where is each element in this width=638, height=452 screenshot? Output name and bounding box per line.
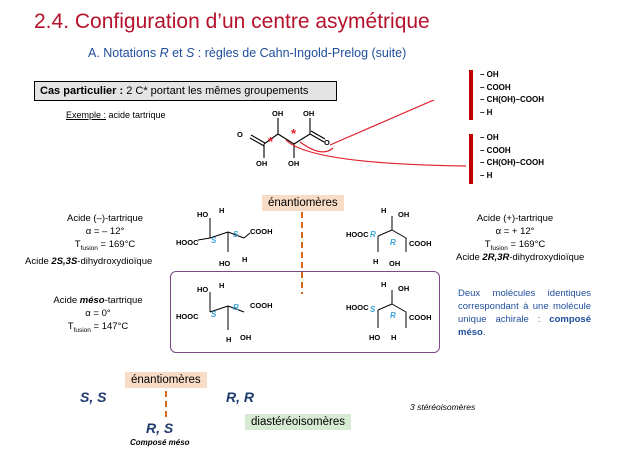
p3-config-2: R xyxy=(233,303,239,312)
p3-h-top: H xyxy=(219,281,225,290)
p2-config-2: R xyxy=(390,238,396,247)
enantiomers-tag-bottom: énantiomères xyxy=(125,372,207,388)
example-text: acide tartrique xyxy=(106,110,166,120)
p1-cooh: COOH xyxy=(250,227,273,236)
subtitle-s: S xyxy=(185,46,195,60)
left-acid-iupac: Acide 2S,3S-dihydroxydioïque xyxy=(25,256,153,267)
stereoisomer-count: 3 stéréoisomères xyxy=(410,402,476,412)
subtitle-prefix: A. Notations xyxy=(88,46,160,60)
priority-item: – CH(OH)–COOH xyxy=(480,158,545,167)
left-acid-alpha: α = – 12° xyxy=(85,226,125,237)
p2-config-1: R xyxy=(370,230,376,239)
priority-item: – COOH xyxy=(480,82,511,92)
priority-list-top: – OH – COOH – CH(OH)–COOH – H xyxy=(480,70,544,120)
p1-hooc: HOOC xyxy=(176,238,199,247)
p4-h-bottom: H xyxy=(391,333,397,342)
p2-oh: OH xyxy=(398,210,410,219)
p3-config-1: S xyxy=(211,310,217,319)
p4-config-2: R xyxy=(390,311,396,320)
config-ss: S, S xyxy=(80,389,107,405)
p2-h-top: H xyxy=(381,206,387,215)
meso-acid-alpha: α = 0° xyxy=(85,308,111,319)
left-acid-info: Acide (–)-tartrique α = – 12° Tfusion = … xyxy=(55,212,155,255)
p1-config-2: S xyxy=(233,230,239,239)
example-line: Exemple : acide tartrique xyxy=(66,110,166,120)
special-case-text: 2 C* portant les mêmes groupements xyxy=(123,85,309,97)
config-rr: R, R xyxy=(226,389,254,405)
p2-hooc: HOOC xyxy=(346,230,369,239)
p1-ho-bottom: HO xyxy=(219,259,231,268)
mol-oh-top-right: OH xyxy=(303,109,315,118)
bottom-dashed-line xyxy=(165,391,167,419)
left-acid-tfusion: Tfusion = 169°C xyxy=(74,239,136,252)
subtitle-and: et xyxy=(168,46,186,60)
p1-h-bottom: H xyxy=(242,255,248,264)
diastereoisomers-tag: diastéréoisomères xyxy=(245,414,351,430)
right-acid-info: Acide (+)-tartrique α = + 12° Tfusion = … xyxy=(460,212,570,255)
priority-item: – H xyxy=(480,107,493,117)
p3-ho: HO xyxy=(197,285,209,294)
p4-h-top: H xyxy=(381,280,387,289)
p3-cooh: COOH xyxy=(250,301,273,310)
priority-item: – COOH xyxy=(480,145,511,155)
p1-config-1: S xyxy=(211,236,217,245)
priority-item: – H xyxy=(480,170,493,180)
subtitle-r: R xyxy=(159,46,169,60)
p1-ho: HO xyxy=(197,210,209,219)
right-acid-iupac: Acide 2R,3R-dihydroxydioïque xyxy=(456,252,585,263)
priority-list-bottom: – OH – COOH – CH(OH)–COOH – H xyxy=(480,133,544,183)
p4-config-1: S xyxy=(370,305,376,314)
mol-o-left: O xyxy=(237,130,243,139)
p3-h-bottom: H xyxy=(226,335,232,344)
meso-acid-tfusion: Tfusion = 147°C xyxy=(67,321,129,334)
p1-h-top: H xyxy=(219,206,225,215)
special-case-box: Cas particulier : 2 C* portant les mêmes… xyxy=(34,81,337,101)
right-acid-tfusion: Tfusion = 169°C xyxy=(484,239,546,252)
priority-item: – CH(OH)–COOH xyxy=(480,95,545,104)
right-acid-name: Acide (+)-tartrique xyxy=(476,213,554,224)
subtitle-suffix: : règles de Cahn-Ingold-Prelog (suite) xyxy=(194,46,407,60)
p4-ho-bottom: HO xyxy=(369,333,381,342)
p2-cooh: COOH xyxy=(409,239,432,248)
priority-brackets xyxy=(469,70,473,184)
mol-oh-bottom-right: OH xyxy=(288,159,300,168)
special-case-label: Cas particulier : xyxy=(40,85,124,97)
priority-item: – OH xyxy=(480,70,499,79)
right-acid-alpha: α = + 12° xyxy=(495,226,535,237)
mol-oh-bottom-left: OH xyxy=(256,159,268,168)
compose-meso-label: Composé méso xyxy=(130,438,190,447)
mol-oh-top-left: OH xyxy=(272,109,284,118)
page-title: 2.4. Configuration d’un centre asymétriq… xyxy=(34,10,430,33)
priority-item: – OH xyxy=(480,133,499,142)
asymmetric-star-left: * xyxy=(268,134,274,149)
meso-compound-box xyxy=(170,271,440,353)
p4-hooc: HOOC xyxy=(346,303,369,312)
p3-oh-bottom: OH xyxy=(240,333,252,342)
example-label: Exemple : xyxy=(66,110,107,120)
meso-note: Deux molécules identiques correspondant … xyxy=(458,288,591,338)
asymmetric-star-right: * xyxy=(291,126,297,141)
section-subtitle: A. Notations R et S : règles de Cahn-Ing… xyxy=(88,46,406,60)
left-acid-name: Acide (–)-tartrique xyxy=(66,213,144,224)
p2-h-bottom: H xyxy=(373,257,379,266)
p4-oh: OH xyxy=(398,284,410,293)
meso-acid-info: Acide méso-tartrique α = 0° Tfusion = 14… xyxy=(48,294,148,337)
config-rs: R, S xyxy=(146,420,174,436)
p4-cooh: COOH xyxy=(409,313,432,322)
enantiomers-tag-top: énantiomères xyxy=(262,195,344,211)
mol-o-right: O xyxy=(324,138,330,147)
p2-oh-bottom: OH xyxy=(389,259,401,268)
mirror-dashed-line xyxy=(301,212,303,294)
meso-acid-name: Acide méso-tartrique xyxy=(53,295,143,306)
p3-hooc: HOOC xyxy=(176,312,199,321)
tartaric-acid-skeletal xyxy=(249,100,467,167)
